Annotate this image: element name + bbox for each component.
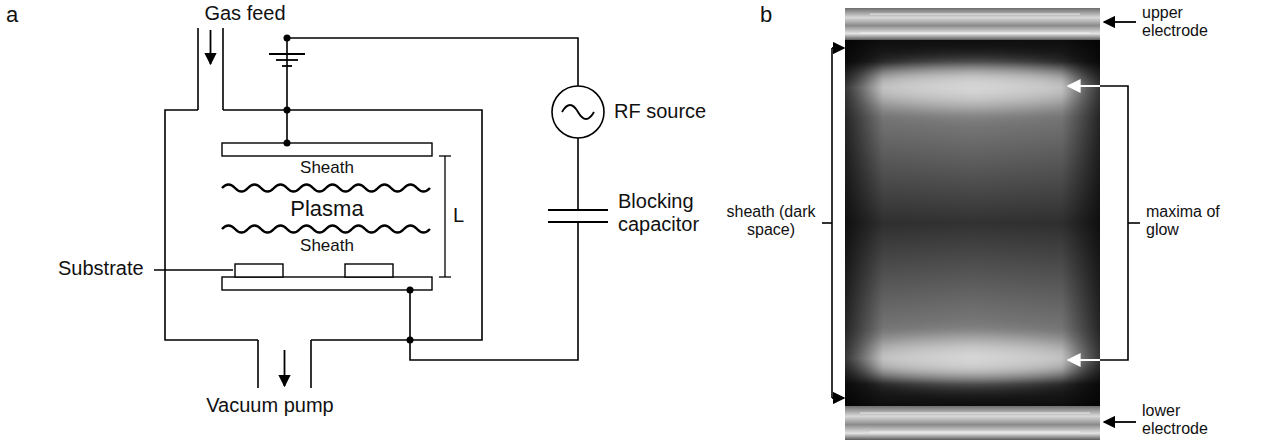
inlet-label: Gas feed	[204, 2, 285, 25]
upper-electrode	[222, 143, 432, 156]
source-label: RF source	[614, 100, 706, 123]
junction-dot	[407, 337, 414, 344]
circuit-wire	[410, 222, 578, 360]
part-label: Substrate	[58, 257, 144, 280]
lower-electrode	[222, 277, 432, 290]
glow-bracket	[1128, 222, 1140, 224]
pump-flow-arrow	[284, 350, 286, 386]
region-label: sheath (dark space)	[722, 203, 820, 240]
leader-line	[154, 269, 233, 270]
rf-source-symbol	[552, 86, 604, 138]
gas-flow-arrow	[210, 30, 212, 64]
photo-electrode	[845, 8, 1100, 40]
region-label: Sheath	[300, 158, 354, 178]
pointer-arrow	[1104, 421, 1136, 423]
feature-label: maxima of glow	[1146, 203, 1236, 240]
glow-arrow	[1068, 359, 1100, 361]
pointer-arrow	[1104, 21, 1136, 23]
circuit-wire	[287, 38, 578, 360]
electrode-highlight	[860, 32, 1090, 33]
gap-dimension	[444, 156, 445, 277]
plasma-boundary	[222, 226, 430, 233]
junction-dot	[284, 107, 291, 114]
region-label: Sheath	[300, 236, 354, 256]
glow-arrow	[1068, 85, 1100, 87]
gas-pipe	[197, 28, 199, 110]
substrate	[235, 264, 283, 277]
chamber-wall	[165, 28, 482, 388]
ground-symbol	[276, 59, 298, 61]
capacitor-symbol	[548, 221, 608, 223]
photo-electrode	[845, 406, 1100, 440]
dimension-label: L	[453, 204, 464, 227]
circuit-wire	[287, 38, 578, 143]
electrode-highlight	[860, 14, 1090, 432]
ground-symbol	[269, 53, 305, 55]
part-label: upper electrode	[1142, 4, 1242, 41]
part-label: lower electrode	[1142, 402, 1242, 439]
chamber-wall	[223, 110, 482, 340]
gap-dimension	[439, 155, 451, 156]
panel-letter: b	[760, 2, 772, 27]
gap-dimension	[439, 156, 451, 277]
junction-dot	[407, 287, 414, 294]
component-label: Blocking capacitor	[618, 190, 730, 236]
junction-dot	[284, 140, 291, 147]
ground-symbol	[269, 54, 305, 66]
sheath-bracket	[822, 222, 832, 224]
region-label: Plasma	[290, 196, 363, 221]
substrate	[345, 264, 393, 277]
pump-pipe	[257, 340, 259, 388]
sheath-arrow	[832, 397, 844, 399]
pump-pipe	[310, 340, 312, 388]
sheath-bracket	[822, 48, 832, 398]
junction-dot	[284, 35, 414, 344]
panel-letter: a	[6, 2, 18, 27]
discharge-photo	[845, 40, 1100, 406]
electrode-highlight	[870, 13, 1080, 14]
plasma-boundary	[222, 185, 430, 192]
junction-dot	[284, 35, 291, 42]
glow-bracket	[1100, 86, 1128, 360]
electrode-highlight	[870, 431, 1080, 432]
glow-bracket	[1100, 86, 1140, 360]
electrode-highlight	[860, 412, 1090, 413]
sheath-bracket	[831, 48, 833, 398]
rf-source-symbol	[562, 105, 594, 119]
outlet-label: Vacuum pump	[206, 394, 333, 417]
sheath-arrow	[832, 47, 844, 49]
ground-symbol	[282, 65, 292, 67]
gas-pipe	[222, 28, 224, 110]
gap-dimension	[439, 276, 451, 277]
capacitor-symbol	[548, 209, 608, 211]
discharge-photo	[845, 40, 1100, 406]
circuit-wire	[577, 138, 579, 210]
